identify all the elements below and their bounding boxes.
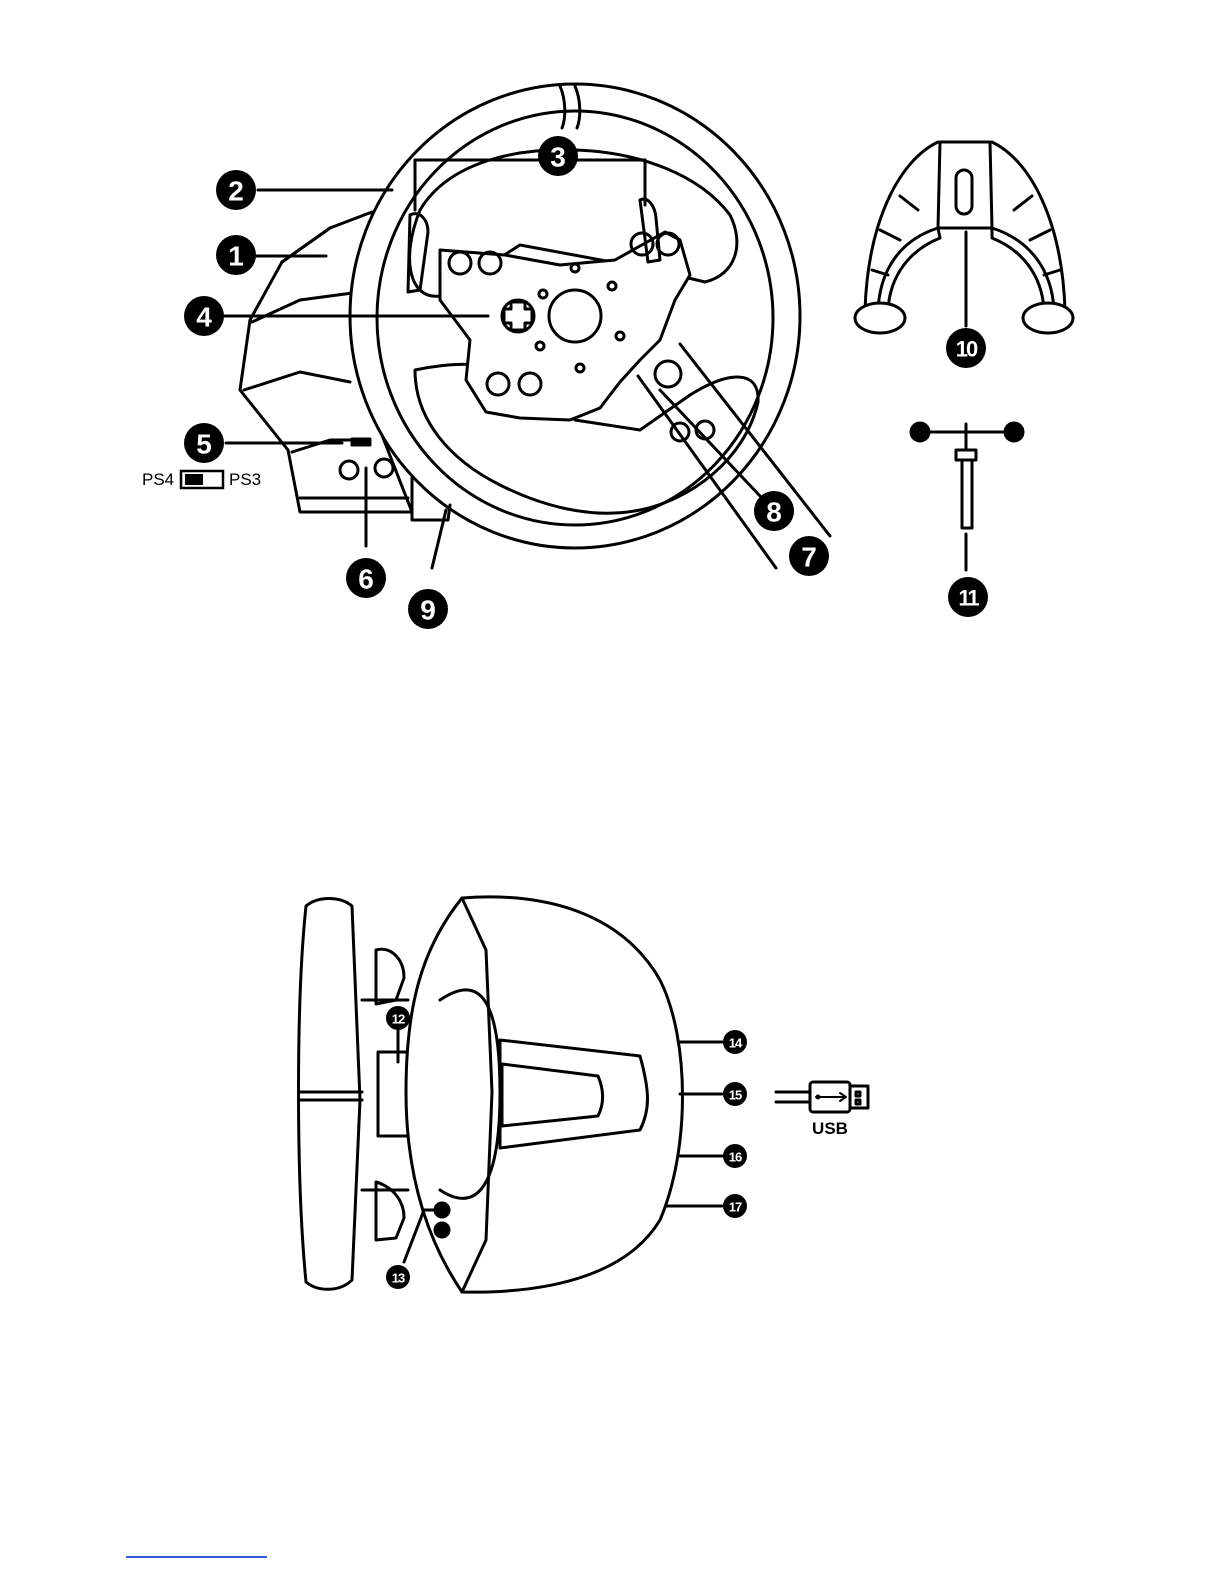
mode-switch-mark [352, 439, 370, 445]
svg-text:12: 12 [392, 1012, 405, 1027]
usb-label: USB [812, 1119, 848, 1138]
callout-4: 4 [184, 296, 224, 336]
footer-rule [126, 1556, 267, 1558]
svg-text:6: 6 [358, 564, 374, 595]
svg-text:1: 1 [228, 241, 244, 272]
callout-9: 9 [408, 589, 448, 629]
usb-plug-icon [810, 1082, 868, 1112]
callout-7: 7 [789, 536, 829, 576]
svg-text:7: 7 [801, 542, 817, 573]
switch-left-label: PS4 [142, 470, 174, 489]
callout-6: 6 [346, 558, 386, 598]
svg-text:2: 2 [228, 176, 244, 207]
table-clamp [855, 142, 1073, 333]
callout-14: 14 [723, 1030, 747, 1054]
svg-text:16: 16 [729, 1150, 742, 1165]
callout-3: 3 [538, 136, 578, 176]
svg-text:4: 4 [196, 302, 212, 333]
svg-text:17: 17 [729, 1200, 742, 1215]
svg-text:10: 10 [956, 337, 978, 362]
callout-2: 2 [216, 170, 256, 210]
svg-text:15: 15 [729, 1088, 742, 1103]
svg-text:3: 3 [550, 142, 566, 173]
callout-10: 10 [946, 328, 986, 368]
mode-switch-icon [181, 471, 223, 488]
callout-11: 11 [948, 577, 988, 617]
switch-right-label: PS3 [229, 470, 261, 489]
svg-text:9: 9 [420, 595, 436, 626]
wheel-side-view [299, 897, 683, 1292]
callout-5: 5 [184, 423, 224, 463]
callout-15: 15 [723, 1082, 747, 1106]
clamp-screw [911, 423, 1023, 528]
svg-text:8: 8 [766, 497, 782, 528]
svg-text:14: 14 [729, 1036, 743, 1051]
svg-text:5: 5 [196, 429, 212, 460]
callout-8: 8 [754, 491, 794, 531]
callout-17: 17 [723, 1194, 747, 1218]
callout-1: 1 [216, 235, 256, 275]
svg-text:11: 11 [958, 586, 979, 611]
callout-12: 12 [386, 1006, 410, 1030]
callout-16: 16 [723, 1144, 747, 1168]
svg-text:13: 13 [392, 1271, 405, 1286]
callout-13: 13 [386, 1265, 410, 1289]
